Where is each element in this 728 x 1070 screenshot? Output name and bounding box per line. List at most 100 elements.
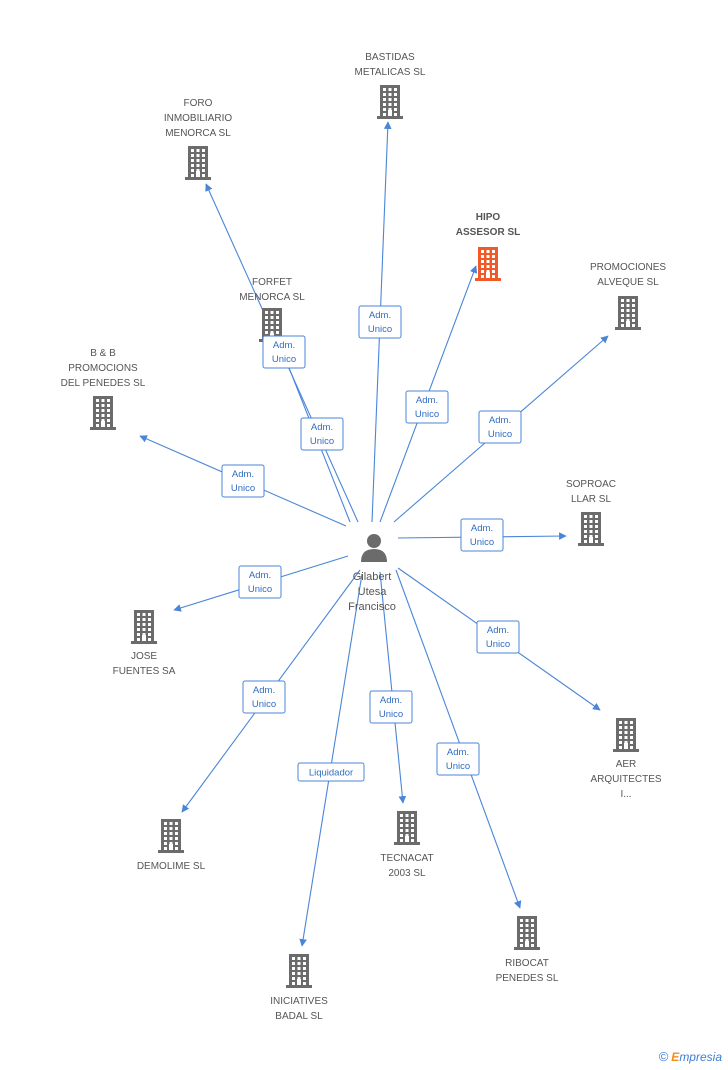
building-icon [475,247,501,281]
company-name-line: B & B [90,348,116,359]
relation-label-box [238,565,282,599]
building-icon [615,296,641,330]
company-name-line: ALVEQUE SL [597,277,659,288]
company-name-line: FUENTES SA [113,666,176,677]
building-icon [394,811,420,845]
company-name-line: SOPROAC [566,479,616,490]
relation-label-jose[interactable]: Adm. Unico [238,565,282,599]
person-name-line: Gilabert [353,571,392,583]
relation-label-text: Unico [252,699,276,710]
person-icon [361,534,387,562]
company-node-iniciatives[interactable]: INICIATIVES BADAL SL [270,954,328,1022]
building-icon [286,954,312,988]
relation-label-box [242,680,286,714]
company-node-foro[interactable]: FORO INMOBILIARIO MENORCA SL [164,98,233,180]
company-name-line: BADAL SL [275,1011,323,1022]
brand-logo-letter: E [671,1050,680,1064]
building-icon [185,146,211,180]
company-name-line: METALICAS SL [355,67,426,78]
company-name-line: INICIATIVES [270,996,328,1007]
relation-label-text: Adm. [249,570,271,581]
building-icon [377,85,403,119]
company-name-line: MENORCA SL [165,128,231,139]
relation-label-text: Unico [446,761,470,772]
relation-label-text: Unico [415,409,439,420]
edge-tecnacat [379,571,407,804]
relation-label-bastidas[interactable]: Adm. Unico [358,305,402,339]
relation-label-forfet[interactable]: Adm.Unico [300,417,344,451]
relation-label-text: Liquidador [309,768,353,779]
relation-label-box [300,417,344,451]
copyright-icon: © [658,1049,669,1064]
company-node-ribocat[interactable]: RIBOCAT PENEDES SL [496,916,559,984]
relation-label-box [221,464,265,498]
company-name-line: JOSE [131,651,157,662]
company-name-line: PROMOCIONS [68,363,138,374]
relation-label-alveque[interactable]: Adm. Unico [478,410,522,444]
relation-label-iniciatives[interactable]: Liquidador [297,762,365,782]
relation-label-text: Adm. [489,415,511,426]
company-name-line: ASSESOR SL [456,227,520,238]
relation-label-text: Unico [379,709,403,720]
company-name-line: FORFET [252,277,292,288]
relation-label-demolime[interactable]: Adm. Unico [242,680,286,714]
company-node-bastidas[interactable]: BASTIDAS METALICAS SL [355,52,426,119]
relation-label-soproac[interactable]: Adm.Unico [460,518,504,552]
brand-footer[interactable]: ©Empresia [659,1049,722,1064]
building-icon [613,718,639,752]
relation-label-foro[interactable]: Adm.Unico [262,335,306,369]
relation-label-text: Adm. [416,395,438,406]
relation-label-text: Adm. [369,310,391,321]
company-name-line: RIBOCAT [505,958,549,969]
company-name-line: LLAR SL [571,494,611,505]
building-icon [514,916,540,950]
relation-label-box [405,390,449,424]
nodes-layer: BASTIDAS METALICAS SL FORO INMOBILIARIO MENO… [61,52,667,1022]
building-icon [131,610,157,644]
relation-label-text: Unico [248,584,272,595]
relation-label-text: Adm. [232,469,254,480]
person-name-line: Francisco [348,601,396,613]
relation-label-box [436,742,480,776]
relation-label-ribocat[interactable]: Adm.Unico [436,742,480,776]
company-name-line: FORO [184,98,213,109]
relation-label-aer[interactable]: Adm.Unico [476,620,520,654]
relation-label-box [478,410,522,444]
building-icon [578,512,604,546]
company-node-hipo[interactable]: HIPO ASSESOR SL [456,212,520,281]
relation-label-text: Unico [488,429,512,440]
company-node-demolime[interactable]: DEMOLIME SL [137,819,206,872]
company-name-line: TECNACAT [380,853,433,864]
relation-label-bb[interactable]: Adm.Unico [221,464,265,498]
relation-label-box [460,518,504,552]
company-node-soproac[interactable]: SOPROAC LLAR SL [566,479,616,546]
company-name-line: MENORCA SL [239,292,305,303]
relation-label-box [358,305,402,339]
company-name-line: I... [620,789,631,800]
edge-labels-layer: Adm.UnicoAdm.UnicoAdm.UnicoAdm.UnicoAdm.… [221,305,522,782]
relation-label-text: Adm. [311,422,333,433]
company-node-bb[interactable]: B & B PROMOCIONS DEL PENEDES SL [61,348,146,430]
relation-label-box [262,335,306,369]
company-name-line: DEL PENEDES SL [61,378,146,389]
relation-label-text: Adm. [380,695,402,706]
company-name-line: ARQUITECTES [590,774,661,785]
company-name-line: PENEDES SL [496,973,559,984]
relation-label-text: Unico [368,324,392,335]
company-node-forfet[interactable]: FORFET MENORCA SL [239,277,305,342]
company-name-line: BASTIDAS [365,52,415,63]
company-name-line: INMOBILIARIO [164,113,233,124]
person-name-line: Utesa [358,586,388,598]
company-node-jose[interactable]: JOSE FUENTES SA [113,610,176,677]
company-node-aer[interactable]: AERARQUITECTESI... [590,718,662,800]
company-name-line: HIPO [476,212,501,223]
relation-label-hipo[interactable]: Adm. Unico [405,390,449,424]
relation-label-text: Adm. [273,340,295,351]
relation-label-text: Adm. [487,625,509,636]
relation-label-tecnacat[interactable]: Adm. Unico [369,690,413,724]
relation-label-text: Adm. [253,685,275,696]
